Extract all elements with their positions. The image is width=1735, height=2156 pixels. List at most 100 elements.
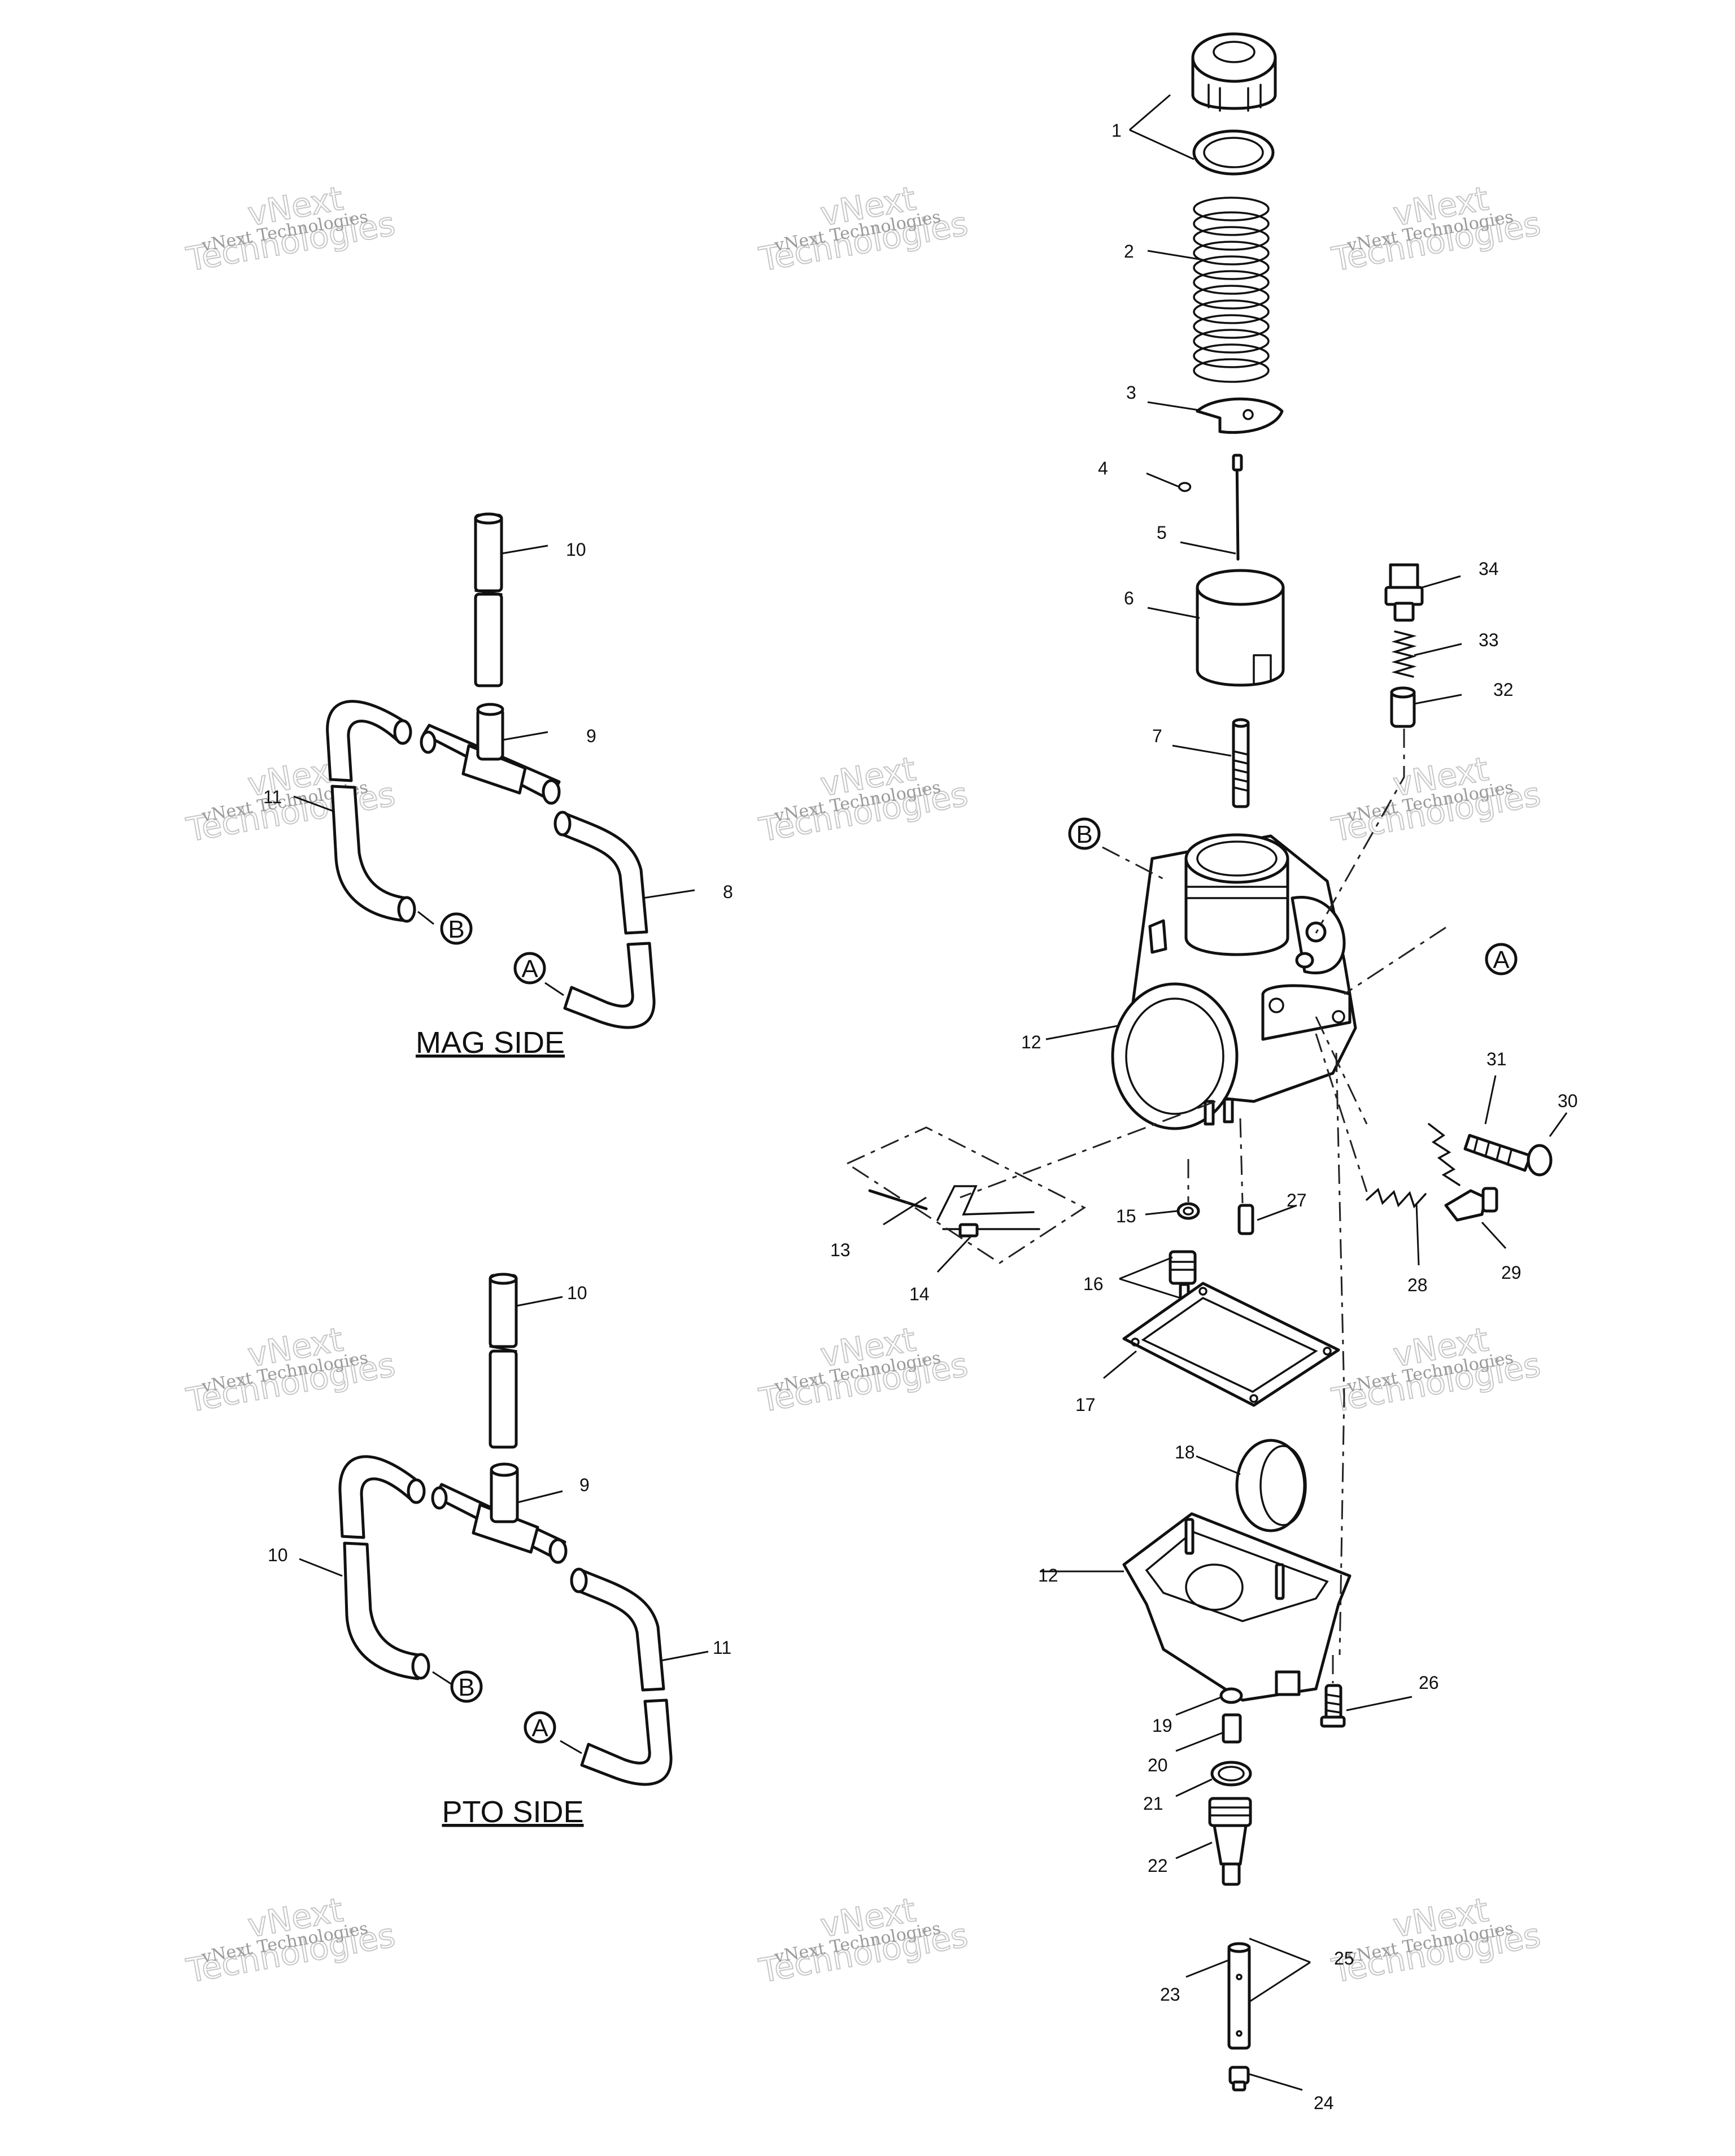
label-10-pto-top: 10: [567, 1283, 587, 1303]
label-1: 1: [1111, 120, 1122, 141]
label-15: 15: [1116, 1206, 1136, 1226]
label-8-mag: 8: [723, 882, 733, 902]
label-9-mag: 9: [586, 726, 596, 746]
ref-circle-a-pto: A: [531, 1714, 548, 1742]
part-26-screw: [1320, 1684, 1346, 1728]
part-28-spring: [1366, 1187, 1427, 1209]
label-31: 31: [1486, 1049, 1507, 1069]
label-16: 16: [1083, 1274, 1104, 1294]
label-14: 14: [909, 1284, 930, 1304]
spring-coil: [1193, 329, 1270, 354]
part-31-spring: [1428, 1123, 1461, 1186]
label-7: 7: [1152, 726, 1162, 746]
spring-coil: [1193, 211, 1270, 236]
section-title-mag-side: MAG SIDE: [416, 1026, 565, 1060]
carburetor-assembly: B A 1 2 3 4 5 6 7 34 33 32 12 31 30 28 2…: [830, 32, 1578, 2113]
hose-bent-11-mag: [326, 700, 416, 923]
tee-fitting-9-pto: [431, 1462, 568, 1564]
spring-coil: [1193, 343, 1270, 368]
part-32-plunger: [1390, 686, 1416, 728]
label-24: 24: [1314, 2093, 1334, 2113]
label-26: 26: [1419, 1672, 1439, 1693]
spring-coil: [1193, 197, 1270, 221]
label-17: 17: [1075, 1395, 1096, 1415]
label-3: 3: [1126, 382, 1136, 403]
label-2: 2: [1124, 241, 1134, 262]
part-22-holder: [1208, 1797, 1252, 1886]
mag-side-assembly: B A 10 9 8 11 MAG SIDE: [263, 512, 733, 1060]
hose-straight-10-mag: [474, 512, 503, 687]
part-21-oring: [1210, 1761, 1252, 1787]
ref-circle-a-mag: A: [521, 955, 538, 983]
label-20: 20: [1148, 1755, 1168, 1775]
label-21: 21: [1143, 1793, 1163, 1814]
label-11-mag: 11: [263, 787, 282, 807]
hose-bent-8-mag: [553, 811, 656, 1029]
label-10-mag: 10: [566, 539, 586, 560]
label-13: 13: [830, 1240, 851, 1260]
label-4: 4: [1098, 458, 1108, 478]
part-4-clip: [1178, 482, 1192, 492]
label-12-body: 12: [1021, 1032, 1041, 1052]
hose-bent-11-pto: [570, 1567, 673, 1786]
part-18-float: [1235, 1439, 1307, 1532]
part-15-washer: [1176, 1202, 1200, 1220]
label-11-pto: 11: [713, 1637, 731, 1658]
label-34: 34: [1479, 559, 1499, 579]
part-7-screw: [1232, 718, 1250, 808]
label-30: 30: [1558, 1091, 1578, 1111]
part-13-pin: [868, 1189, 928, 1210]
spring-coil: [1193, 241, 1270, 265]
pto-side-assembly: B A 10 9 11 10 PTO SIDE: [268, 1273, 731, 1829]
part-19-washer: [1219, 1687, 1243, 1704]
spring-coil: [1193, 358, 1270, 383]
label-29: 29: [1501, 1262, 1522, 1283]
ref-circle-b-pto: B: [458, 1674, 474, 1701]
part-12-carburetor-body: [1111, 833, 1357, 1130]
part-20-jet: [1222, 1713, 1242, 1744]
part-23-emulsion-tube: [1227, 1942, 1251, 2050]
spring-coil: [1193, 270, 1270, 295]
label-6: 6: [1124, 588, 1134, 608]
part-14-float-arm: [936, 1185, 1040, 1238]
label-22: 22: [1148, 1856, 1168, 1876]
spring-coil: [1193, 285, 1270, 310]
part-12-float-bowl: [1122, 1512, 1352, 1702]
spring-coil: [1193, 314, 1270, 339]
spring-coil: [1193, 299, 1270, 324]
label-10-pto-left: 10: [268, 1545, 288, 1565]
ref-circle-b-mag: B: [448, 916, 464, 943]
label-33: 33: [1479, 630, 1499, 650]
part-5-needle: [1232, 454, 1243, 561]
label-23: 23: [1160, 1984, 1180, 2005]
label-12-bowl: 12: [1038, 1565, 1058, 1586]
part-27-jet: [1237, 1204, 1254, 1235]
part-3-plate: [1196, 397, 1284, 434]
part-24-plug: [1228, 2066, 1250, 2092]
ref-circle-a-body: A: [1493, 946, 1510, 974]
part-17-gasket: [1122, 1282, 1340, 1407]
label-28: 28: [1407, 1275, 1428, 1295]
label-32: 32: [1493, 680, 1514, 700]
part-1-cap-and-ring: [1191, 32, 1277, 176]
label-27: 27: [1287, 1190, 1307, 1210]
label-25: 25: [1334, 1948, 1354, 1968]
tee-fitting-9-mag: [420, 703, 561, 805]
hose-bent-10-pto: [338, 1455, 430, 1680]
spring-coil: [1193, 255, 1270, 280]
section-title-pto-side: PTO SIDE: [442, 1795, 583, 1829]
label-9-pto: 9: [579, 1475, 590, 1495]
